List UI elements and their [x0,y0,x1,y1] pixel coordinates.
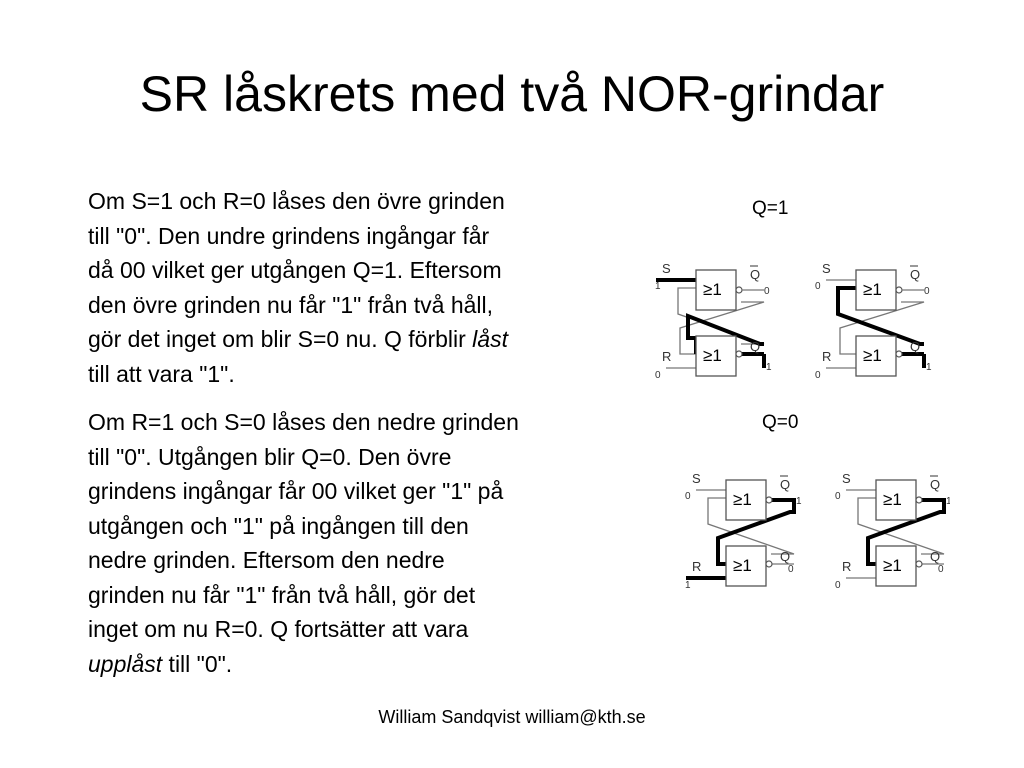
q-value: 0 [788,564,794,575]
qbar-value: 1 [796,496,802,507]
emphasis-text: upplåst [88,650,163,677]
text-line: grinden nu får "1" från två håll, gör de… [88,581,476,608]
reset-label: R [822,349,831,364]
qbar-label: Q [780,477,790,492]
diagram-label-q1: Q=1 [752,198,789,219]
qbar-value: 0 [924,286,930,297]
sr-latch-q1-left: ≥1 ≥1 S 1 R 0 Q 0 Q 1 [655,261,772,378]
reset-label: R [692,559,701,574]
text-line: till att vara "1". [88,360,235,387]
set-label: S [662,261,671,276]
sr-latch-q1-right: ≥1 ≥1 S 0 R 0 Q 0 Q 1 [815,261,932,378]
reset-label: R [842,559,851,574]
gate-symbol: ≥1 [863,280,882,299]
slide-title: SR låskrets med två NOR-grindar [139,66,885,122]
set-label: S [692,471,701,486]
qbar-label: Q [930,477,940,492]
text-line: inget om nu R=0. Q fortsätter att vara [88,616,469,642]
set-label: S [822,261,831,276]
q-value: 1 [766,362,772,373]
text-line: Om R=1 och S=0 låses den nedre grinden [88,409,519,435]
reset-value: 0 [655,370,661,378]
text-line: till "0". Den undre grindens ingångar få… [88,222,490,249]
text-segment: gör det inget om blir S=0 nu. Q förblir [88,326,473,352]
q-value: 1 [926,362,932,373]
text-line: upplåst till "0". [88,647,628,682]
set-value: 0 [835,491,841,502]
gate-symbol: ≥1 [733,490,752,509]
gate-symbol: ≥1 [733,556,752,575]
set-label: S [842,471,851,486]
slide-footer: William Sandqvist william@kth.se [378,707,646,727]
qbar-label: Q [910,267,920,282]
reset-label: R [662,349,671,364]
gate-symbol: ≥1 [863,346,882,365]
qbar-label: Q [750,267,760,282]
q-label: Q [780,549,790,564]
qbar-value: 0 [764,286,770,297]
q-label: Q [910,339,920,354]
set-value: 0 [685,491,691,502]
gate-symbol: ≥1 [703,346,722,365]
sr-latch-diagrams-q1: ≥1 ≥1 S 1 R 0 Q 0 Q 1 ≥1 ≥1 S 0 R 0 [655,261,932,378]
q-value: 0 [938,564,944,575]
text-line: gör det inget om blir S=0 nu. Q förblir … [88,322,628,357]
diagram-label-q0: Q=0 [762,412,799,433]
sr-latch-q0-right: ≥1 ≥1 S 0 R 0 Q 1 Q 0 [835,471,950,588]
q-label: Q [930,549,940,564]
gate-symbol: ≥1 [883,490,902,509]
reset-value: 1 [685,580,691,588]
paragraph-latched-reset: Om R=1 och S=0 låses den nedre grinden t… [88,405,628,681]
qbar-value: 1 [946,496,950,507]
set-value: 0 [815,281,821,292]
text-segment: till "0". [162,650,233,677]
gate-symbol: ≥1 [883,556,902,575]
text-line: den övre grinden nu får "1" från två hål… [88,291,494,318]
text-line: då 00 vilket ger utgången Q=1. Eftersom [88,257,502,283]
gate-symbol: ≥1 [703,280,722,299]
paragraph-latched-set: Om S=1 och R=0 låses den övre grinden ti… [88,184,628,391]
text-line: utgången och "1" på ingången till den [88,512,469,539]
sr-latch-diagrams-q0: ≥1 ≥1 S 0 R 1 Q 1 Q 0 ≥1 ≥1 S 0 R 0 Q 1 [685,471,950,588]
sr-latch-q0-left: ≥1 ≥1 S 0 R 1 Q 1 Q 0 [685,471,802,588]
text-line: nedre grinden. Eftersom den nedre [88,547,445,573]
set-value: 1 [655,281,661,292]
reset-value: 0 [835,580,841,588]
text-line: Om S=1 och R=0 låses den övre grinden [88,188,505,214]
text-line: till "0". Utgången blir Q=0. Den övre [88,443,452,470]
emphasis-text: låst [472,326,508,352]
text-line: grindens ingångar får 00 vilket ger "1" … [88,478,504,504]
q-label: Q [750,339,760,354]
reset-value: 0 [815,370,821,378]
